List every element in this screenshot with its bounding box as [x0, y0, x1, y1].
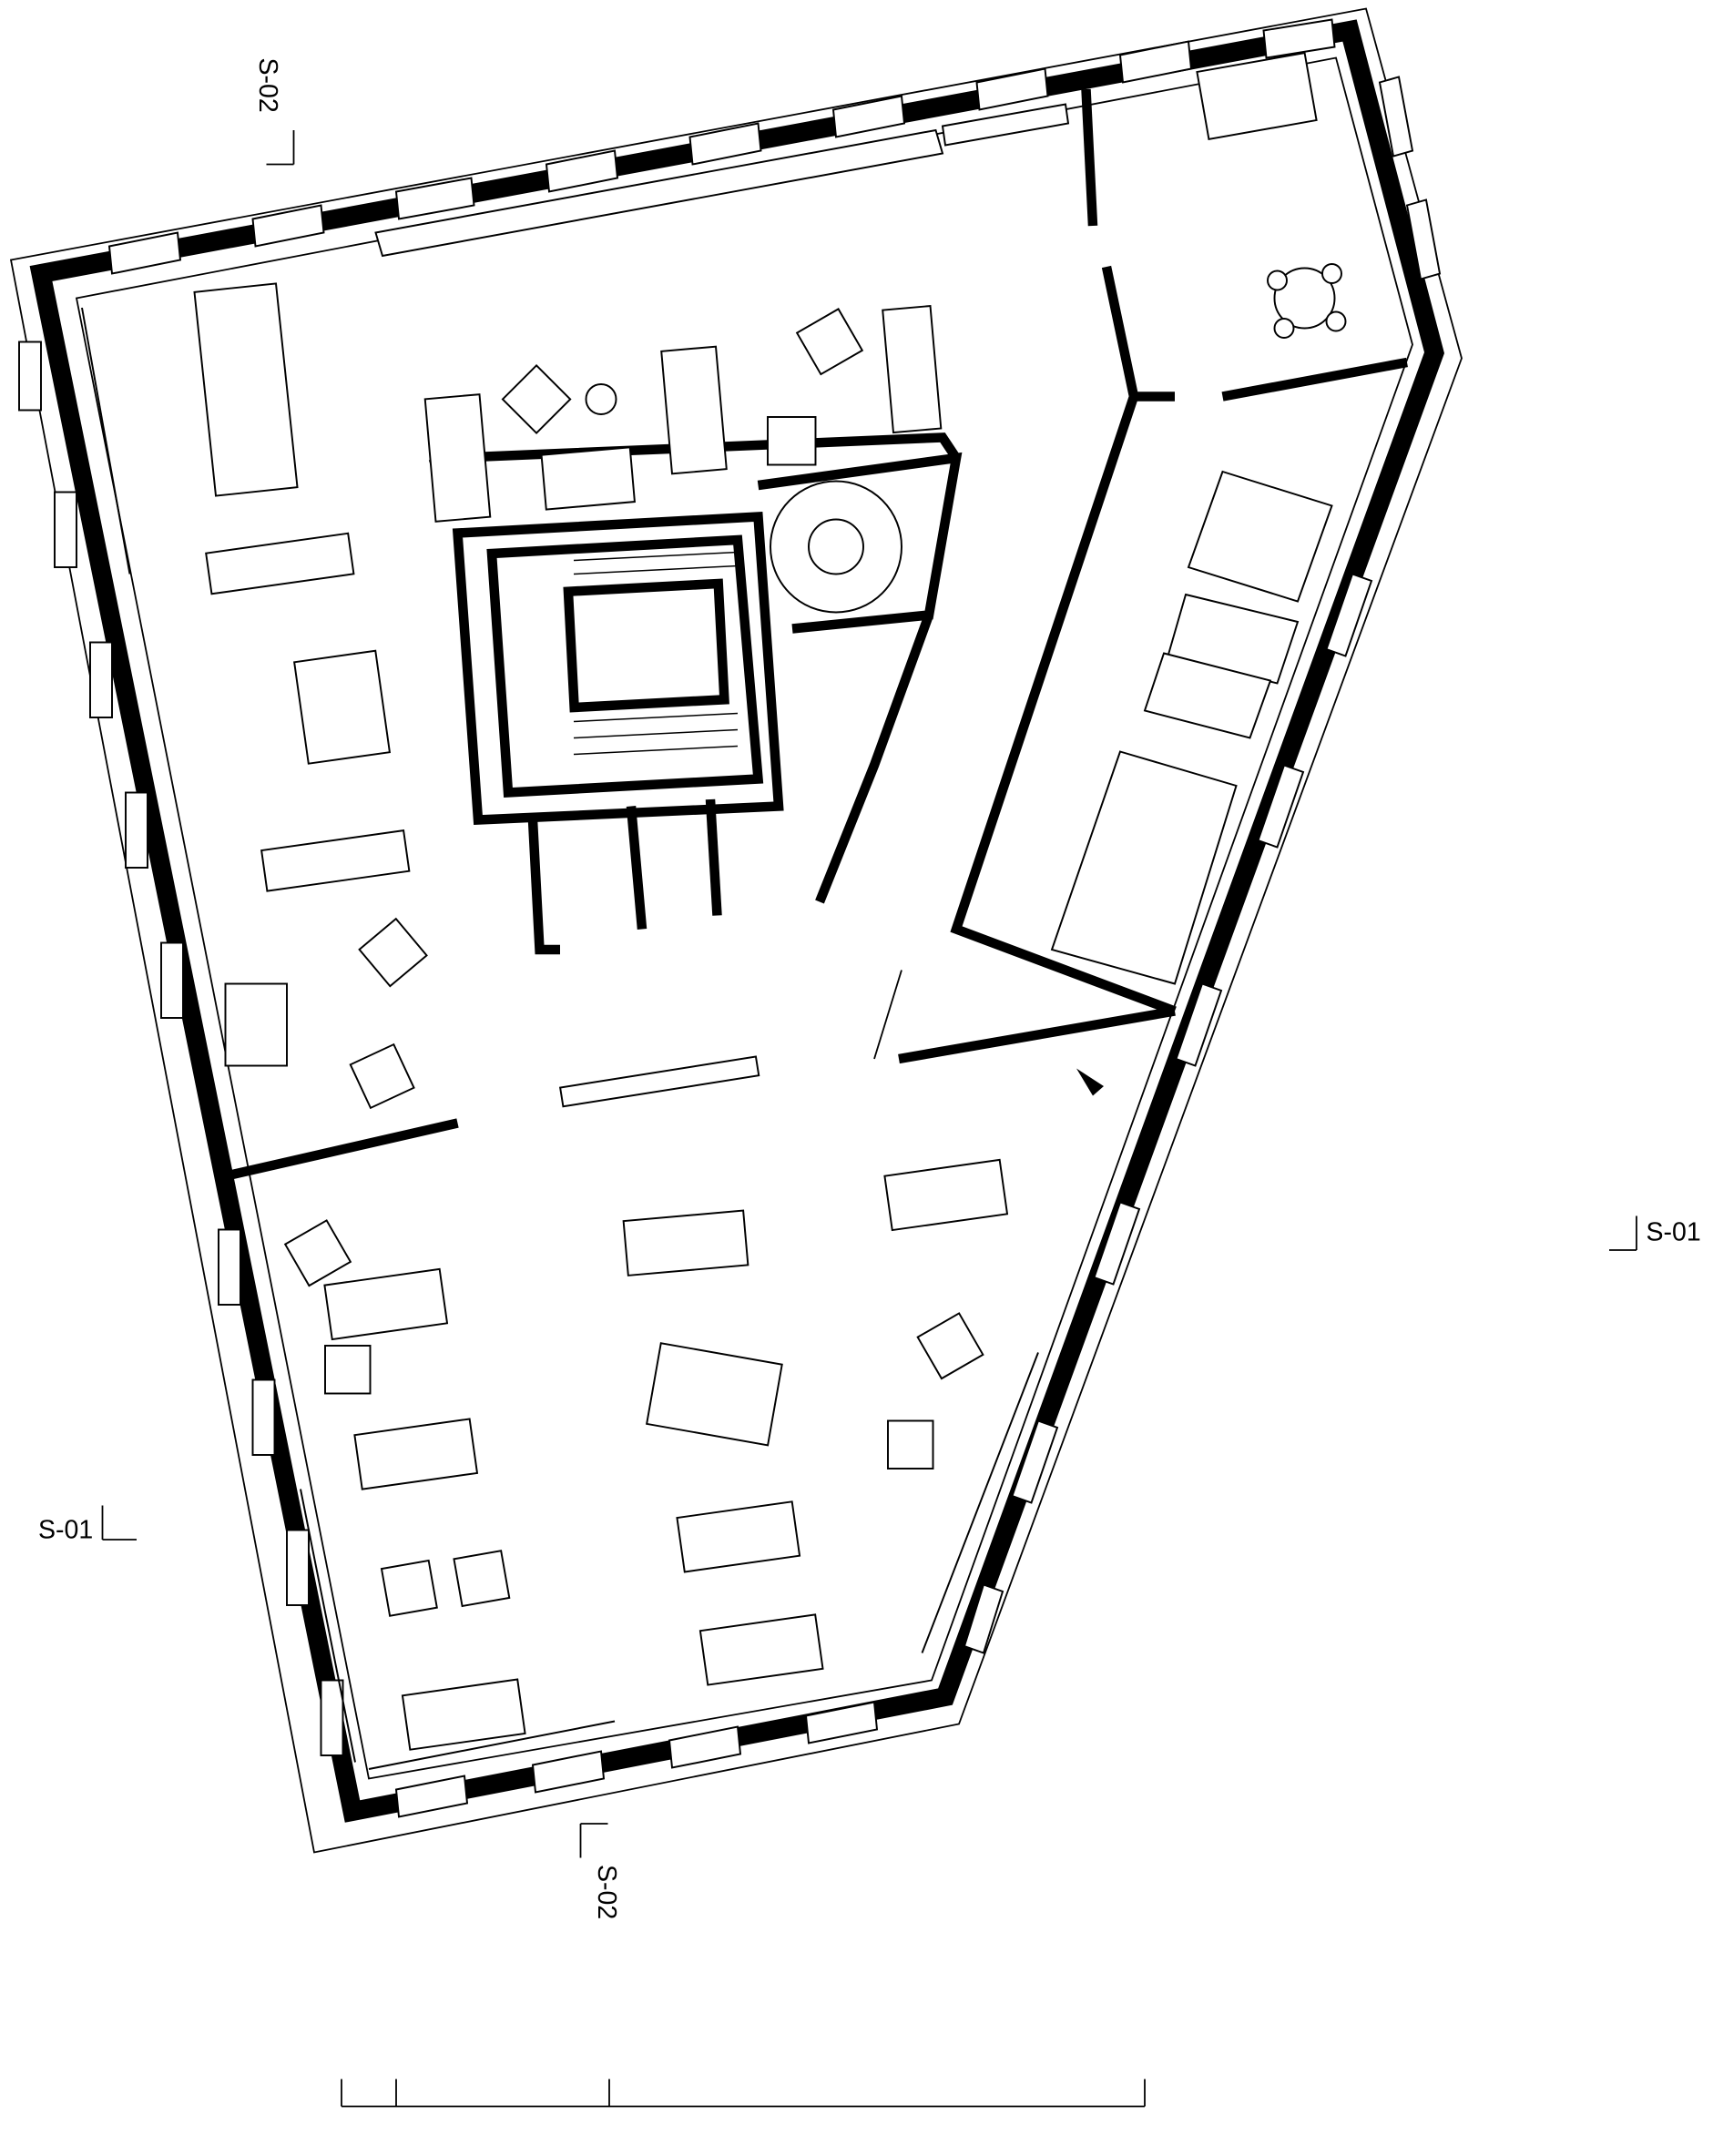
grand-piano	[646, 1342, 783, 1447]
meeting-table	[193, 282, 299, 497]
section-marker-bottom: S-02	[579, 1823, 621, 1919]
elevator	[563, 578, 729, 713]
section-label: S-02	[253, 58, 282, 113]
stairs	[573, 551, 739, 756]
facade-outline	[9, 7, 1463, 1854]
stair-core	[452, 511, 784, 825]
scale-bar	[341, 2079, 1146, 2108]
desk	[1196, 52, 1318, 140]
section-marker-left: S-01	[38, 1505, 137, 1545]
section-marker-right: S-01	[1609, 1215, 1701, 1251]
section-marker-top-left: S-02	[253, 58, 295, 166]
reception-counter	[559, 1055, 760, 1108]
section-label: S-02	[592, 1865, 621, 1919]
window-frames	[18, 18, 1442, 1818]
window-counter	[374, 128, 944, 258]
round-table	[1273, 267, 1336, 330]
section-label: S-01	[1647, 1218, 1701, 1247]
section-label: S-01	[38, 1516, 93, 1545]
shelves	[1050, 470, 1333, 985]
